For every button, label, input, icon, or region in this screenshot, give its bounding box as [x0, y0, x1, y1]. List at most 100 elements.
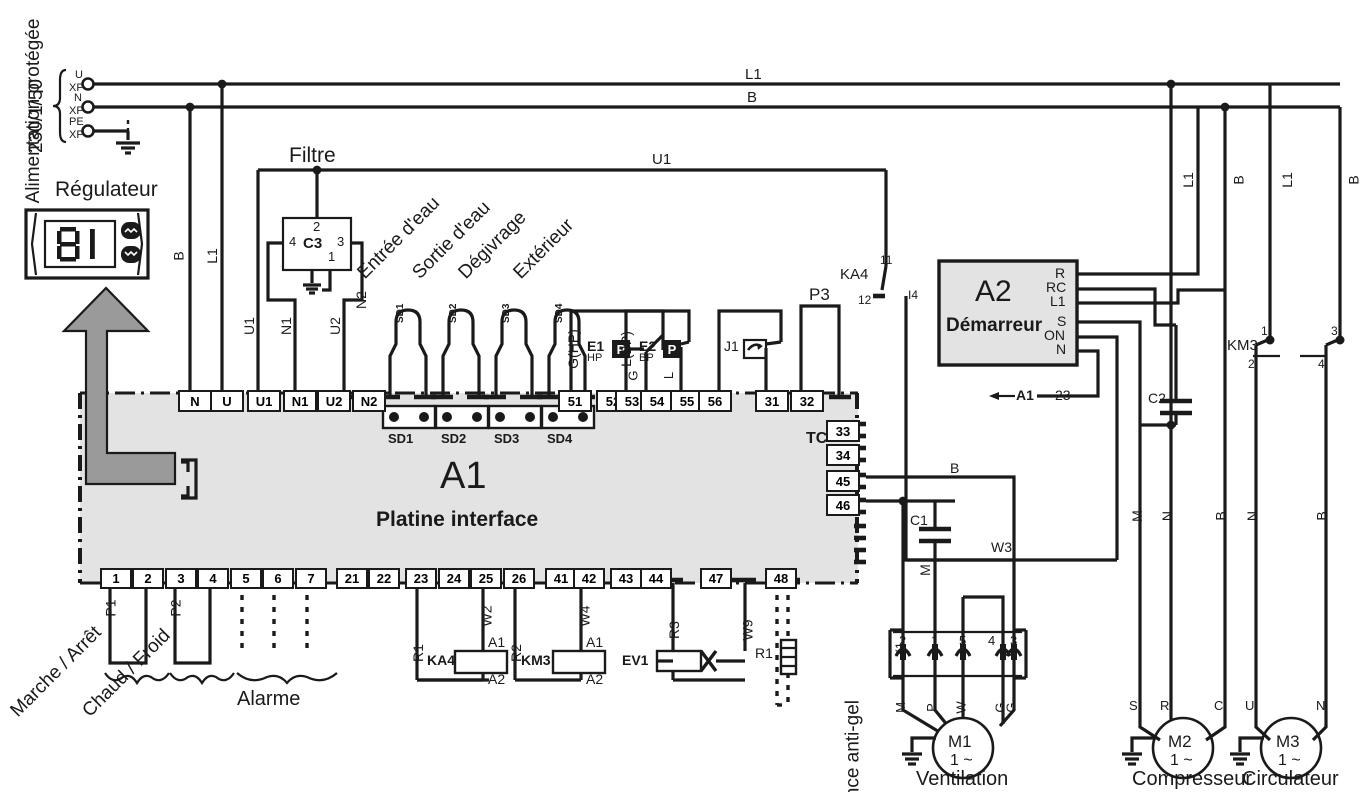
terminal-mid-54[interactable]: 54	[640, 390, 674, 412]
filter-ref: C3	[303, 235, 323, 252]
wire-label-u2: U2	[326, 317, 343, 335]
supply-terminal-n-xp: XP	[69, 105, 84, 117]
capacitor-c1-wire: M	[916, 564, 933, 576]
filter-pin-1: 1	[328, 249, 336, 264]
terminal-bottom-3[interactable]: 3	[165, 568, 197, 589]
x1-pin-4: 4	[988, 633, 996, 648]
terminal-bottom-41[interactable]: 41	[545, 568, 577, 589]
x1-pin-5: 5	[959, 633, 967, 648]
terminal-bottom-26[interactable]: 26	[503, 568, 535, 589]
km3-contact2-bottom: 4	[1318, 357, 1325, 371]
terminal-bottom-22[interactable]: 22	[368, 568, 400, 589]
wire-label-u1: U1	[240, 317, 257, 335]
km3-contactor-tag: KM3	[1227, 337, 1258, 354]
x1-pin-2: 2	[899, 633, 907, 648]
antifreeze-tag: R1	[755, 645, 773, 661]
a2-pin-r: R	[1055, 265, 1066, 281]
terminal-bottom-1[interactable]: 1	[100, 568, 132, 589]
km3-contact1-top: 1	[1261, 324, 1268, 338]
terminal-bottom-48[interactable]: 48	[765, 568, 797, 589]
terminal-top-N2[interactable]: N2	[352, 390, 386, 412]
terminal-bottom-5[interactable]: 5	[230, 568, 262, 589]
terminal-bottom-25[interactable]: 25	[470, 568, 502, 589]
supply-terminal-pe-phase: PE	[69, 116, 84, 128]
wire-label-right-l1-b: L1	[1278, 172, 1295, 188]
switch-wire-ghp: G(HP)	[564, 329, 581, 369]
relay-ka4-a2: A2	[488, 671, 506, 687]
capacitor-c1-label: C1	[910, 512, 928, 528]
supply-terminal-n-phase: N	[74, 92, 82, 104]
relay-ka4-tag: KA4	[427, 652, 456, 668]
terminal-bottom-7[interactable]: 7	[295, 568, 327, 589]
terminal-mid-32[interactable]: 32	[790, 390, 824, 412]
terminal-side-46[interactable]: 46	[826, 494, 860, 516]
terminal-bottom-6[interactable]: 6	[262, 568, 294, 589]
x1-pin-3: 3	[1010, 633, 1018, 648]
capacitor-c2-label: C2	[1148, 390, 1166, 406]
a1-ref: A1	[440, 455, 487, 497]
switch-tag-j1: J1	[724, 338, 739, 354]
terminal-bottom-2[interactable]: 2	[132, 568, 164, 589]
terminal-bottom-4[interactable]: 4	[197, 568, 229, 589]
terminal-top-U[interactable]: U	[210, 390, 244, 412]
filter-pin-2: 2	[313, 219, 321, 234]
bottom-wire-p1: P1	[102, 599, 119, 617]
a2-note-num: 23	[1055, 387, 1071, 403]
ka4-contact-wire: I4	[908, 288, 919, 302]
filter-label: Filtre	[289, 144, 336, 167]
terminal-bottom-24[interactable]: 24	[438, 568, 470, 589]
wire-label-b-drop: B	[170, 251, 187, 261]
valve-wire-right: W9	[739, 619, 756, 641]
filter-pin-4: 4	[289, 234, 297, 249]
terminal-mid-31[interactable]: 31	[755, 390, 789, 412]
sensor-label-sd2: SD2	[441, 431, 467, 446]
switch-tag-e2: E2	[639, 338, 657, 354]
sensor-tag-sd4-inline: SD4	[554, 303, 565, 323]
m1-wire-m: M	[892, 702, 908, 713]
terminal-bottom-44[interactable]: 44	[640, 568, 672, 589]
terminal-mid-56[interactable]: 56	[698, 390, 732, 412]
terminal-bottom-42[interactable]: 42	[573, 568, 605, 589]
wire-label-l1-drop: L1	[203, 248, 220, 264]
regulator-label: Régulateur	[55, 178, 158, 201]
relay-km3-wire-right: W4	[576, 605, 593, 627]
a2-pin-n: N	[1056, 341, 1067, 357]
wire-label-m2-b: B	[1212, 511, 1229, 521]
wire-label-n1: N1	[277, 317, 294, 335]
terminal-top-N1[interactable]: N1	[283, 390, 317, 412]
bus-label-l1: L1	[745, 66, 762, 83]
terminal-top-U2[interactable]: U2	[317, 390, 351, 412]
motor-m3-pin-n: N	[1316, 698, 1326, 713]
motor-m2-pin-s: S	[1129, 698, 1138, 713]
switch-wire-lbp: L(BP)	[617, 331, 634, 367]
terminal-side-45[interactable]: 45	[826, 470, 860, 492]
wire-label-m2-n: N	[1159, 510, 1176, 522]
switch-sub-e2: BP	[639, 352, 654, 364]
terminal-bottom-23[interactable]: 23	[405, 568, 437, 589]
sensor-tag-sd2-inline: SD2	[448, 303, 459, 323]
terminal-top-N[interactable]: N	[178, 390, 212, 412]
terminal-side-34[interactable]: 34	[826, 444, 860, 466]
a2-pin-s: S	[1057, 313, 1067, 329]
terminal-bottom-47[interactable]: 47	[700, 568, 732, 589]
motor-m1-type: 1 ~	[950, 752, 973, 769]
tc-group-label: TC	[806, 430, 828, 447]
motor-m3-caption: Circulateur	[1242, 768, 1339, 790]
terminal-mid-51[interactable]: 51	[558, 390, 592, 412]
ka4-contact-pin-11: 11	[880, 253, 893, 267]
motor-m2-pin-c: C	[1214, 698, 1224, 713]
terminal-mid-55[interactable]: 55	[670, 390, 704, 412]
wire-label-right-l1-a: L1	[1179, 172, 1196, 188]
terminal-side-33[interactable]: 33	[826, 420, 860, 442]
sensor-label-sd3: SD3	[494, 431, 520, 446]
terminal-bottom-43[interactable]: 43	[610, 568, 642, 589]
terminal-top-U1[interactable]: U1	[247, 390, 281, 412]
relay-km3-a2: A2	[586, 671, 604, 687]
switch-sub-e1: HP	[587, 352, 603, 364]
terminal-bottom-21[interactable]: 21	[336, 568, 368, 589]
m1-wire-g2: G	[1003, 702, 1019, 713]
relay-ka4-a1: A1	[488, 634, 506, 650]
motor-m2-type: 1 ~	[1170, 752, 1193, 769]
supply-terminal-u-phase: U	[75, 69, 83, 81]
m1-wire-p: P	[923, 703, 939, 712]
